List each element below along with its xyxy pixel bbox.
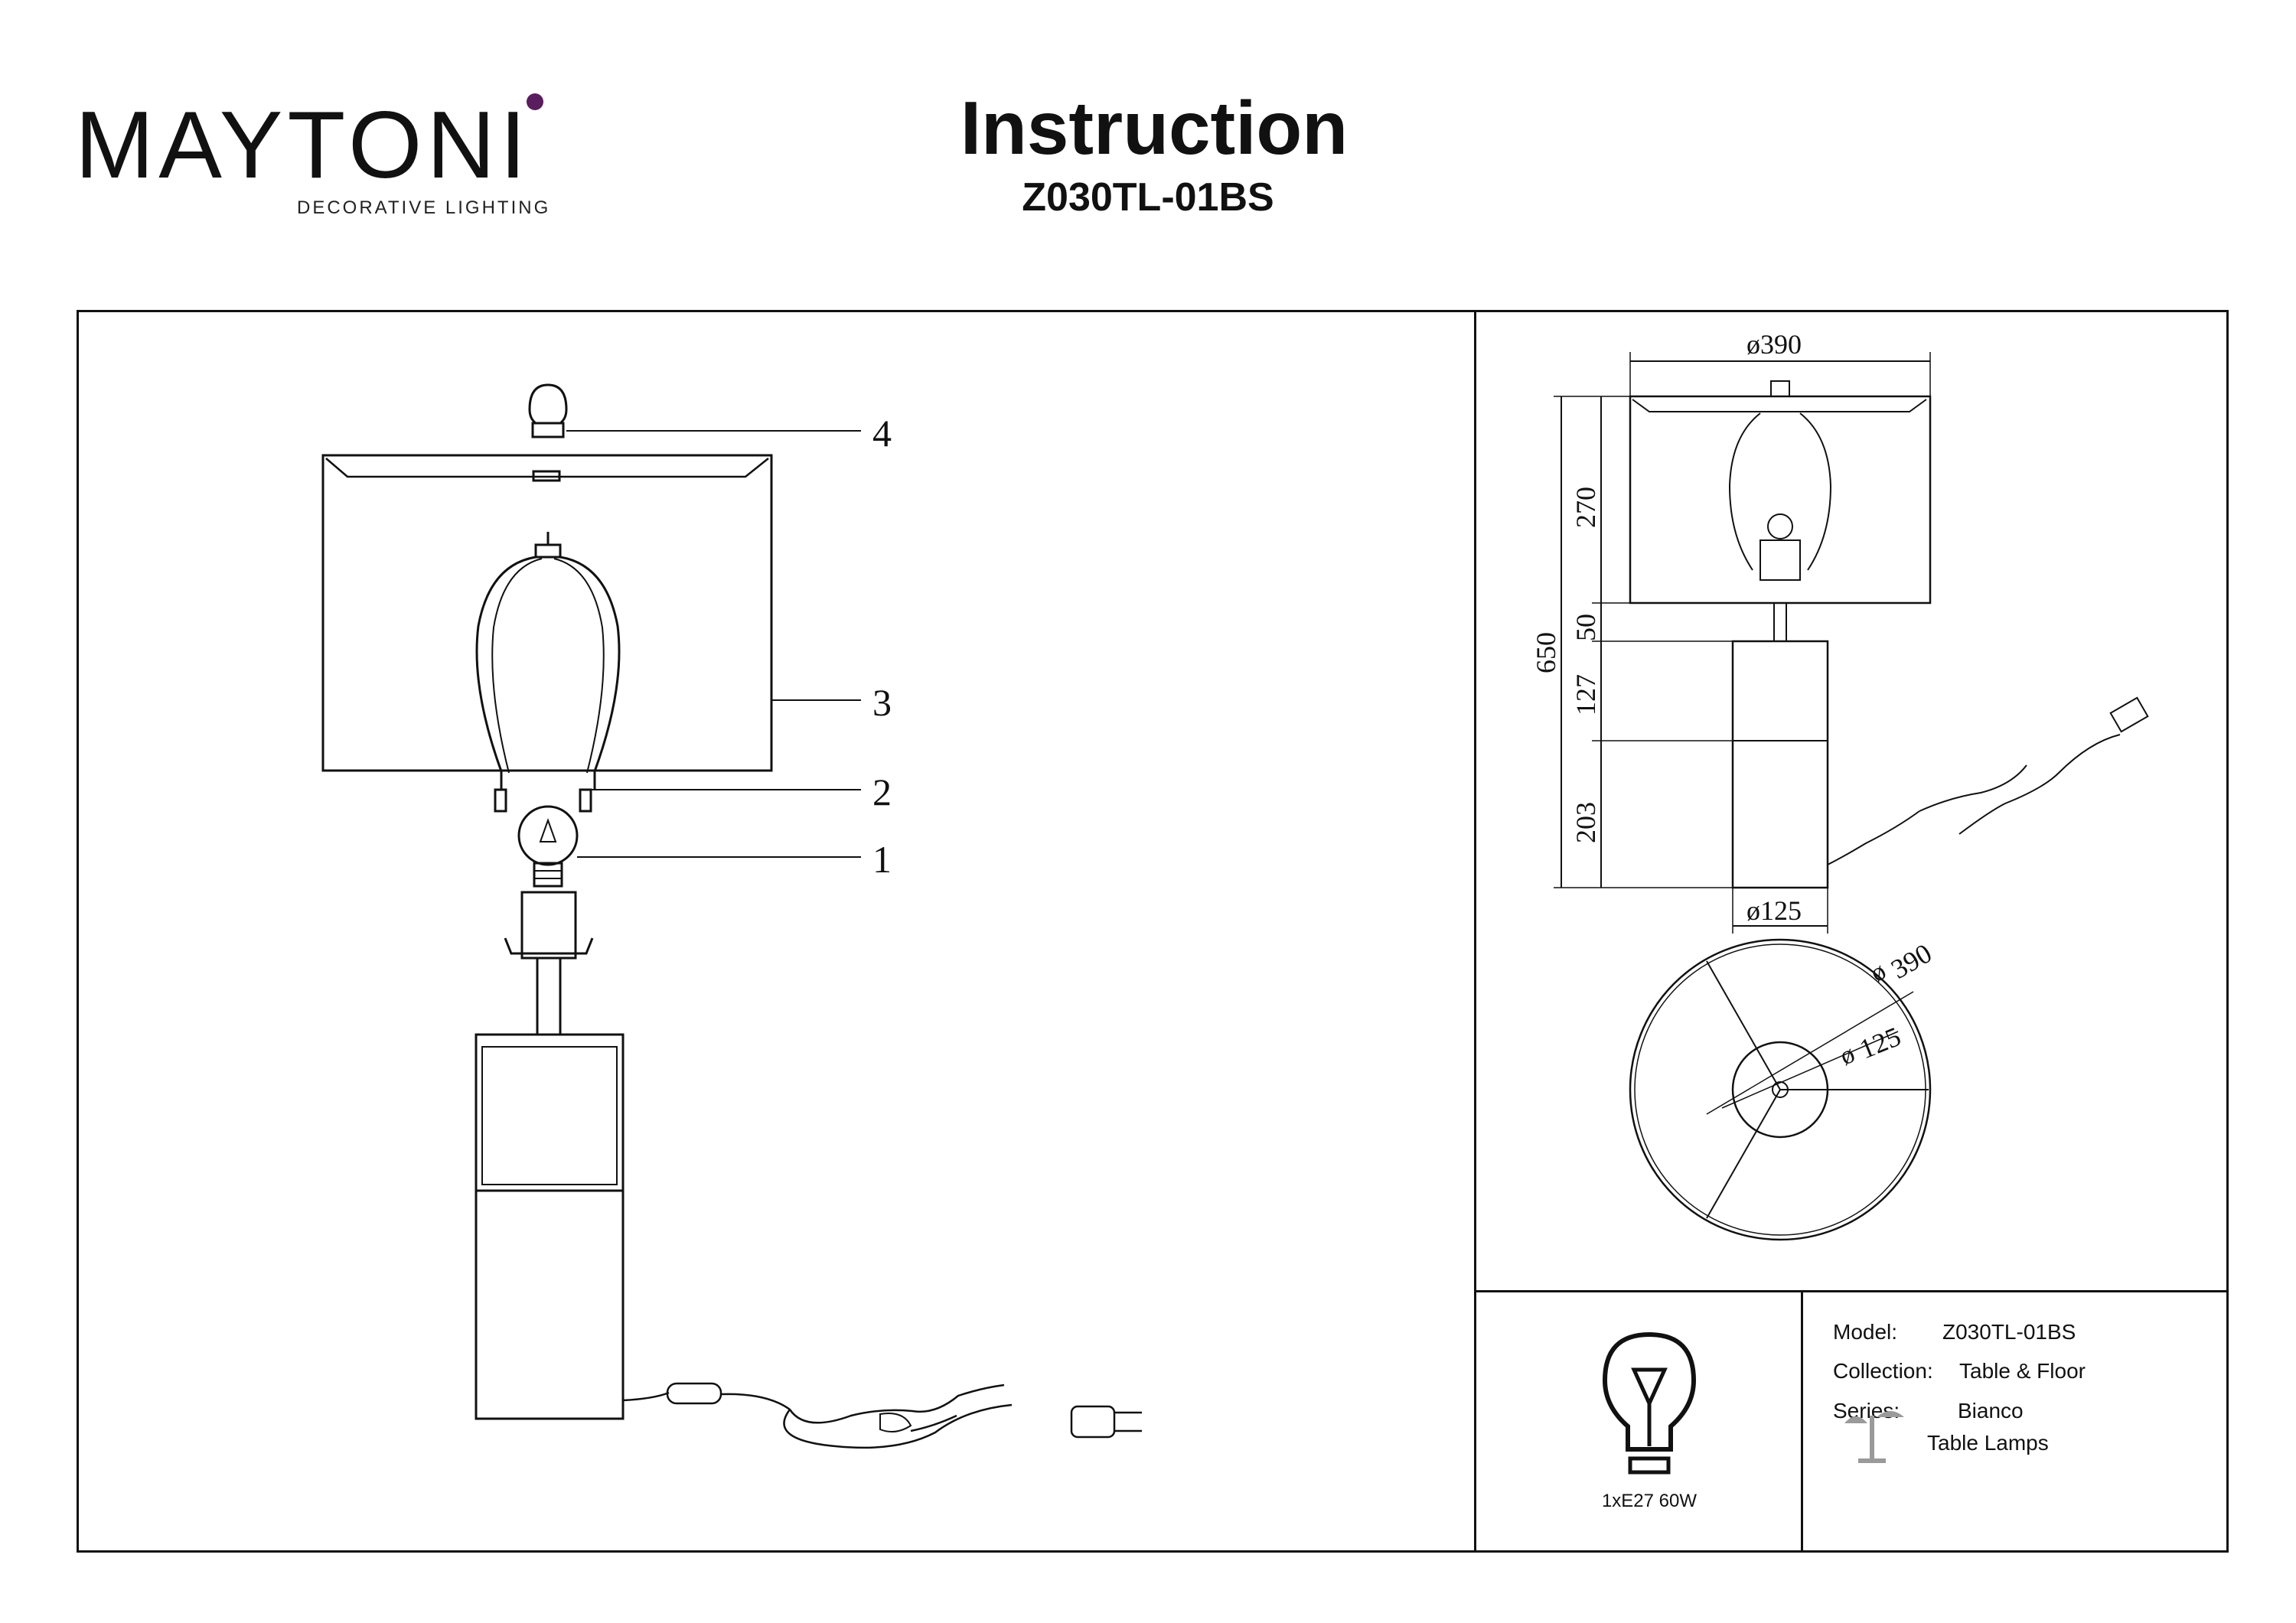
socket-part (504, 891, 594, 1036)
drawing-frame (77, 310, 2229, 1553)
brand-tagline: DECORATIVE LIGHTING (297, 197, 551, 218)
finial-part (528, 383, 861, 438)
collection-value: Table & Floor (1959, 1359, 2086, 1383)
shade-part (321, 454, 861, 772)
side-shade (1629, 395, 1932, 605)
callout-3: 3 (872, 681, 892, 724)
dim-shade-diameter-top: 390 (1886, 937, 1937, 985)
top-shade-outline (1629, 938, 1932, 1241)
dim-neck-height: 50 (1570, 614, 1601, 641)
dim-shade-height: 270 (1570, 487, 1601, 528)
series-label: Series: (1833, 1399, 1900, 1423)
dim-upper-base-height: 127 (1570, 674, 1601, 715)
dim-base-diameter-top: 125 (1855, 1021, 1905, 1064)
model-label: Model: (1833, 1320, 1898, 1344)
dim-shade-diameter-side: ø390 (1746, 329, 1802, 360)
base-part (475, 1033, 625, 1420)
collection-label: Collection: (1833, 1359, 1933, 1383)
frame-divider-vertical (1474, 310, 1476, 1553)
callout-4: 4 (872, 412, 892, 455)
lightbulb-icon (1602, 1331, 1697, 1475)
bulb-part (517, 805, 861, 888)
brand-wordmark: MAYTONI (75, 93, 531, 198)
series-value: Bianco (1958, 1399, 2024, 1423)
side-base (1731, 640, 1829, 889)
svg-text:ø: ø (1836, 1040, 1859, 1071)
table-lamp-icon (1844, 1411, 1904, 1463)
dim-total-height: 650 (1531, 632, 1561, 673)
model-value: Z030TL-01BS (1942, 1320, 2076, 1344)
document-title: Instruction (960, 86, 1349, 170)
frame-divider-horizontal (1474, 1290, 2229, 1292)
model-code-heading: Z030TL-01BS (1022, 175, 1274, 220)
power-rating: 1xE27 60W (1601, 1491, 1698, 1511)
dim-base-diameter-side: ø125 (1746, 895, 1802, 926)
dim-lower-base-height: 203 (1570, 802, 1601, 843)
harp-part (475, 532, 861, 813)
callout-numbers: 4 3 2 1 (872, 412, 892, 881)
brand-logo-dot (527, 93, 543, 110)
type-value: Table Lamps (1927, 1431, 2049, 1455)
info-divider-vertical (1801, 1290, 1803, 1553)
callout-2: 2 (872, 771, 892, 813)
power-cord (622, 1382, 1142, 1449)
callout-1: 1 (872, 838, 892, 881)
